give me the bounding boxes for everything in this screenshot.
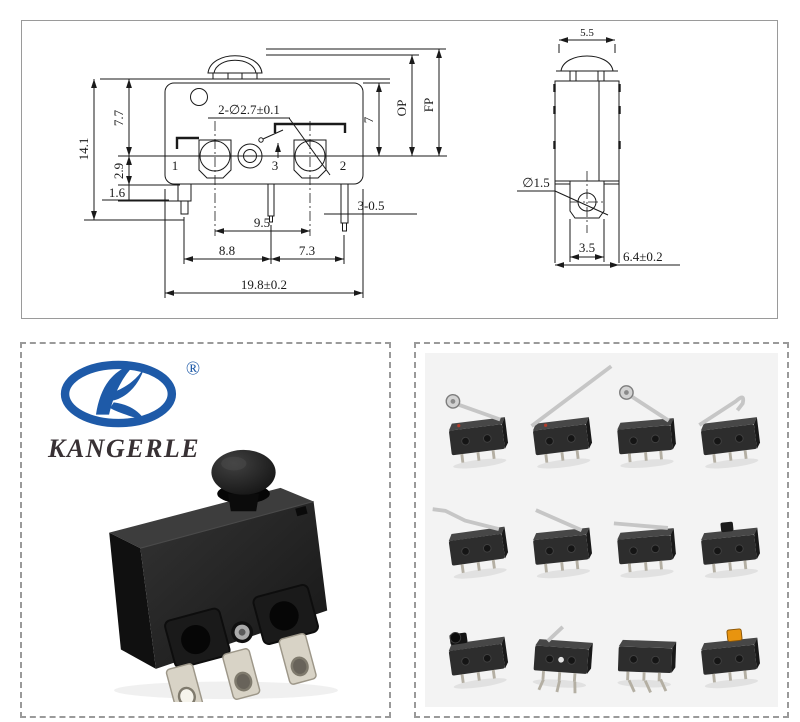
side-hole-callout: ∅1.5 [522, 175, 550, 190]
switch-photo-roller-lever [444, 393, 512, 471]
dim-inner-width: 3.5 [579, 240, 595, 255]
brand-name: KANGERLE [48, 434, 201, 463]
terminal-3-label: 3 [272, 158, 279, 173]
switch-photo-short-lever [531, 508, 595, 581]
switch-photo-simulated-roller [698, 395, 764, 471]
switch-photo-bent-lever [432, 507, 512, 582]
logo-k-glyph [95, 364, 145, 421]
dim-hole-spacing: 9.5 [254, 215, 270, 230]
side-view: 5.5 [517, 27, 680, 268]
dim-button-width: 5.5 [580, 27, 594, 39]
kangerle-logo: ® [60, 358, 200, 428]
switch-grid [432, 357, 768, 703]
dim-mid-height: 2.9 [111, 163, 126, 179]
front-recesses [164, 583, 319, 669]
dim-top-to-centerline: 7 [361, 116, 376, 123]
hole-callout: 2-∅2.7±0.1 [218, 102, 280, 117]
switch-photo-orange-button [699, 628, 763, 691]
registered-mark: ® [186, 358, 200, 379]
dimension-drawing: 1 3 2 2-∅2.7±0.1 14.1 7.7 2.9 1.6 [76, 27, 680, 298]
gallery-panel [414, 342, 789, 718]
switch-top-face [109, 487, 314, 549]
switch-photo-three-pin [616, 639, 677, 694]
switch-photo-flat-lever [613, 521, 679, 581]
terminal-tab [222, 648, 261, 700]
gallery-photo [425, 353, 778, 707]
switch-photo-no-lever [699, 521, 763, 581]
technical-drawing-panel: 1 3 2 2-∅2.7±0.1 14.1 7.7 2.9 1.6 [21, 20, 778, 319]
terminal-tab [278, 632, 317, 685]
dim-upper-height: 7.7 [111, 109, 126, 126]
side-slot [295, 505, 308, 517]
op-label: OP [394, 100, 409, 117]
dim-pin-span-right: 7.3 [299, 243, 315, 258]
switch-photo-long-lever [530, 364, 613, 471]
dim-pin-shoulder: 1.6 [109, 185, 126, 200]
dim-pin-span-left: 8.8 [219, 243, 235, 258]
terminals [165, 632, 317, 702]
dim-total-width: 19.8±0.2 [241, 277, 287, 292]
terminal-1-label: 1 [172, 158, 179, 173]
terminal-2-label: 2 [340, 158, 347, 173]
fp-label: FP [421, 98, 436, 112]
switch-photo-pin-plunger [531, 625, 594, 694]
product-photo-switch [109, 449, 338, 702]
switch-side-face [109, 532, 156, 669]
button-dome [211, 449, 276, 495]
switch-photo-roller-button [447, 631, 512, 692]
switch-photo-roller-lever-angled [616, 384, 679, 471]
front-view: 1 3 2 2-∅2.7±0.1 14.1 7.7 2.9 1.6 [76, 48, 447, 298]
dim-total-height: 14.1 [76, 138, 91, 161]
terminal-tab [165, 663, 204, 702]
logo-ellipse [60, 360, 177, 428]
pin-thickness-callout: 3-0.5 [357, 198, 384, 213]
dim-depth: 6.4±0.2 [623, 249, 663, 264]
button-neck [227, 493, 260, 512]
brand-panel: ® KANGERLE [20, 342, 391, 718]
